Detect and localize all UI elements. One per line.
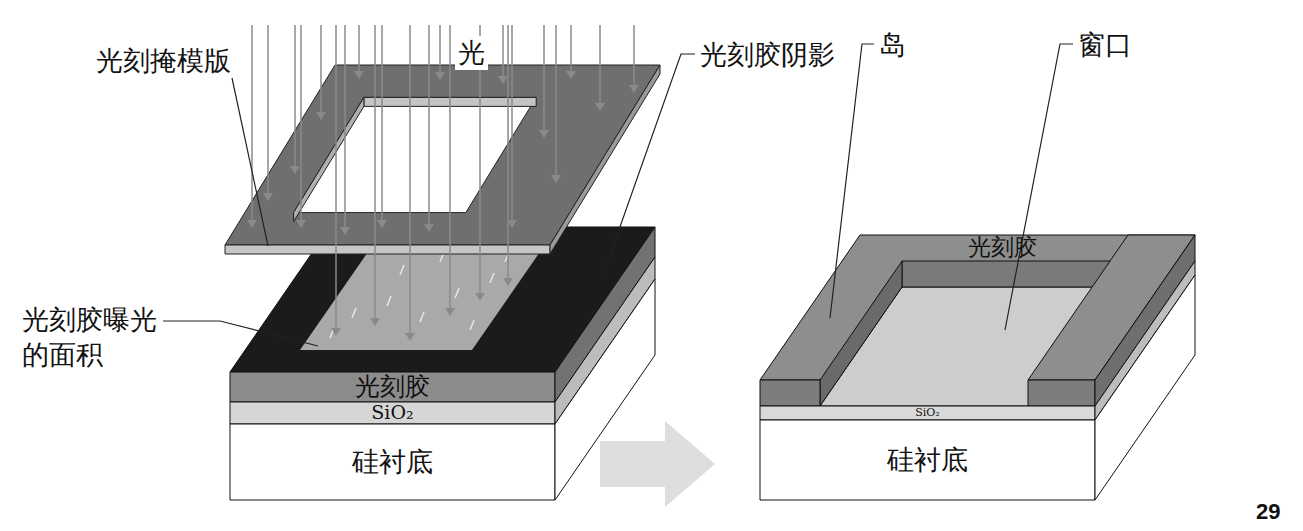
photoresist-layer: 光刻胶 <box>230 372 555 402</box>
oxide-layer: SiO₂ <box>760 406 1095 420</box>
light-rays-part <box>599 25 601 110</box>
light-rays-part <box>502 25 504 83</box>
light-rays-part <box>335 25 337 335</box>
left-wafer-block-part <box>230 424 555 500</box>
photomask-part <box>294 97 364 221</box>
shadow-label: 光刻胶阴影 <box>700 38 835 72</box>
page-number: 29 <box>1256 498 1280 526</box>
process-arrow <box>600 421 715 507</box>
exposure-streaks-part <box>470 320 474 330</box>
right-wafer-block <box>760 235 1195 500</box>
layer-label: 光刻胶 <box>355 374 430 400</box>
leader-lines-part <box>163 321 318 346</box>
exposure-streaks-part <box>420 312 424 322</box>
light-label: 光 <box>455 36 488 70</box>
right-wafer-block-part <box>902 261 1110 287</box>
leader-lines <box>163 44 1073 346</box>
leader-lines-part <box>232 78 268 246</box>
mask-label: 光刻掩模版 <box>96 44 231 78</box>
right-wafer-block-part <box>1095 275 1195 500</box>
light-rays-part <box>633 25 635 92</box>
layer-label: SiO₂ <box>915 407 939 419</box>
light-rays-part <box>267 25 269 200</box>
layer-label: 硅衬底 <box>887 446 968 474</box>
photomask-part <box>225 65 660 245</box>
left-wafer-block-part <box>230 372 555 402</box>
exposed-area-label: 光刻胶曝光 的面积 <box>22 302 165 372</box>
exposure-streaks-part <box>455 288 459 298</box>
photoresist-label: 光刻胶 <box>968 233 1037 262</box>
light-rays-part <box>555 25 557 182</box>
left-wafer-block-part <box>230 402 555 424</box>
light-rays-part <box>439 25 441 79</box>
light-rays-part <box>358 25 360 78</box>
light-rays-part <box>294 25 296 173</box>
window-label: 窗口 <box>1078 28 1132 62</box>
light-rays-part <box>251 25 253 227</box>
photomask <box>225 65 660 254</box>
left-wafer-block <box>230 227 655 500</box>
light-rays-part <box>344 25 346 234</box>
substrate-layer: 硅衬底 <box>760 420 1095 500</box>
light-rays-part <box>543 25 545 137</box>
island-label: 岛 <box>879 28 906 62</box>
light-rays <box>252 25 634 340</box>
exposure-streaks-part <box>352 308 356 318</box>
light-rays-part <box>507 25 509 285</box>
right-wafer-block-part <box>1028 380 1095 406</box>
leader-lines-part <box>830 44 874 318</box>
exposure-streaks-part <box>400 265 404 275</box>
right-wafer-block-part <box>760 406 1095 420</box>
right-wafer-block-part <box>760 380 820 406</box>
leader-lines-part <box>603 54 695 275</box>
light-rays-part <box>381 25 383 227</box>
light-rays-part <box>374 25 376 325</box>
oxide-layer: SiO₂ <box>230 402 555 424</box>
light-rays-part <box>570 25 572 78</box>
exposure-streaks <box>330 252 509 338</box>
exposure-streaks-part <box>490 273 494 283</box>
light-rays-part <box>428 25 430 231</box>
light-rays-part <box>320 25 322 119</box>
layer-label: 硅衬底 <box>352 448 433 476</box>
light-rays-part <box>409 25 411 340</box>
layer-label: SiO₂ <box>371 403 413 423</box>
leader-lines-part <box>1005 44 1073 330</box>
light-rays-part <box>511 25 513 227</box>
light-rays-part <box>449 25 451 315</box>
right-wafer-block-part <box>760 420 1095 500</box>
exposure-streaks-part <box>330 328 334 338</box>
light-rays-part <box>300 25 302 227</box>
photomask-part <box>225 245 550 254</box>
substrate-layer: 硅衬底 <box>230 424 555 500</box>
exposure-streaks-part <box>387 296 391 306</box>
right-wafer-block-part <box>820 261 902 406</box>
